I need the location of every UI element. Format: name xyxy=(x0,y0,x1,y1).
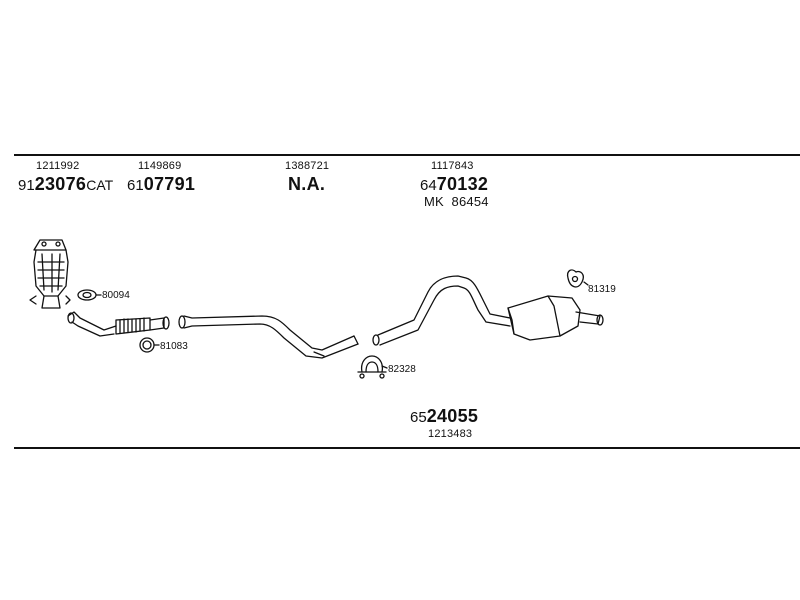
front-pipe-drawing xyxy=(67,311,170,337)
bottom-rule xyxy=(14,447,800,449)
part-number-main: N.A. xyxy=(288,174,326,194)
part-oe-number: 1149869 xyxy=(138,160,182,172)
part-number-main: 70132 xyxy=(436,174,489,194)
kit-number-main: 24055 xyxy=(426,406,479,426)
part-number-front-pipe: 6107791 xyxy=(127,174,195,195)
top-rule xyxy=(14,154,800,156)
part-number-prefix: 64 xyxy=(420,177,437,194)
middle-pipe-drawing xyxy=(178,315,359,359)
catalytic-converter-drawing xyxy=(29,239,71,309)
kit-oe-number: 1213483 xyxy=(428,428,473,440)
part-number-main: 23076 xyxy=(34,174,87,194)
fitting-label-gasket: 80094 xyxy=(102,290,130,301)
fitting-label-clamp: 82328 xyxy=(388,364,416,375)
rear-pipe-drawing xyxy=(372,275,604,346)
kit-number-prefix: 65 xyxy=(410,409,427,426)
part-number-suffix: CAT xyxy=(86,177,114,193)
ring-drawing xyxy=(139,337,155,353)
part-number-main: 07791 xyxy=(143,174,196,194)
part-oe-number: 1117843 xyxy=(431,160,474,172)
part-number-catalytic-converter: 9123076CAT xyxy=(18,174,113,195)
fitting-label-hanger: 81319 xyxy=(588,284,616,295)
part-oe-number: 1211992 xyxy=(36,160,80,172)
part-number-prefix: 91 xyxy=(18,177,35,194)
part-number-middle-pipe: N.A. xyxy=(288,174,325,195)
clamp-drawing xyxy=(357,355,387,379)
part-number-rear-pipe: 6470132 xyxy=(420,174,488,195)
hanger-drawing xyxy=(566,269,584,288)
kit-number: 6524055 xyxy=(410,406,478,427)
fitting-label-ring: 81083 xyxy=(160,341,188,352)
part-number-extra: MK 86454 xyxy=(424,194,489,209)
part-oe-number: 1388721 xyxy=(285,160,330,172)
part-number-prefix: 61 xyxy=(127,177,144,194)
gasket-drawing xyxy=(77,289,97,301)
